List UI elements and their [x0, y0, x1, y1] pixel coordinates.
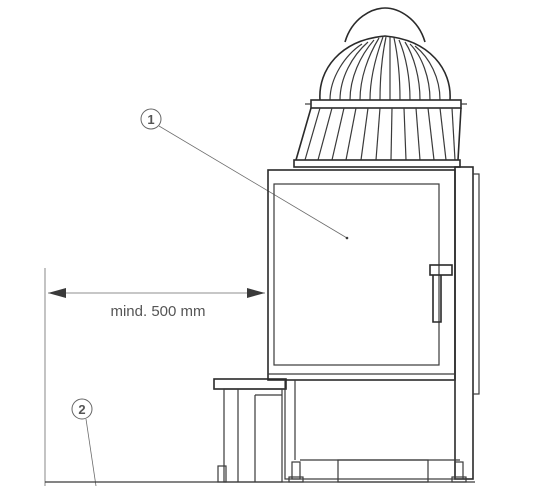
hearth-step: [213, 378, 287, 483]
callout-1-circle: [140, 108, 162, 130]
callout-1-number: 1: [147, 112, 154, 127]
callout-2-circle: [71, 398, 93, 420]
side-panel: [454, 166, 474, 480]
hood-ribbed-dome: [319, 35, 451, 101]
callout-2-leader: [85, 418, 97, 486]
clearance-dimension: mind. 500 mm: [44, 268, 265, 486]
dimension-arrow-right: [247, 288, 265, 298]
door-frame: [267, 169, 456, 381]
callout-2-number: 2: [78, 402, 85, 417]
hood-ribs-lower: [304, 107, 456, 161]
side-trim: [472, 173, 480, 395]
door-handle: [429, 264, 453, 323]
door-glass-frame: [273, 183, 440, 366]
hood-ribs-upper: [329, 36, 441, 101]
firebox-body: [267, 166, 480, 483]
hood-dome-cap: [344, 7, 426, 43]
foot-right: [454, 461, 464, 480]
hood-lower-sides: [295, 107, 462, 161]
callout-2: 2: [71, 398, 97, 486]
hearth-foot: [217, 465, 227, 483]
callout-1-leader: [158, 125, 348, 239]
hood-base-plate: [293, 159, 461, 168]
callout-1: 1: [140, 108, 349, 240]
dimension-arrow-left: [48, 288, 66, 298]
foot-left: [291, 461, 301, 480]
dimension-label: mind. 500 mm: [110, 303, 205, 320]
callout-1-target-dot: [345, 236, 349, 240]
convection-hood: [293, 7, 467, 168]
lower-housing: [284, 379, 456, 480]
hood-band: [310, 99, 462, 109]
hearth-support: [223, 388, 283, 483]
